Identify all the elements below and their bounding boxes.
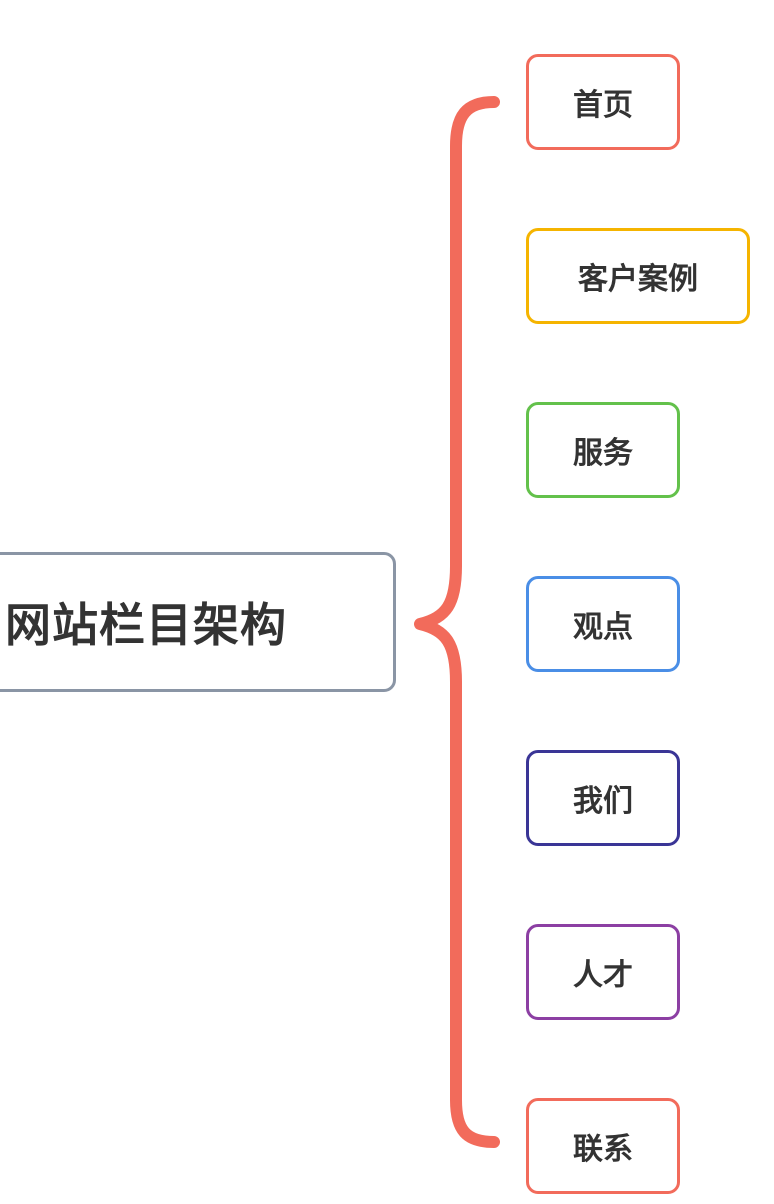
child-node-home[interactable]: 首页 [526, 54, 680, 150]
child-label: 客户案例 [578, 262, 698, 297]
brace-path [414, 96, 500, 1148]
child-node-careers[interactable]: 人才 [526, 924, 680, 1020]
child-label: 人才 [573, 958, 633, 993]
child-label: 观点 [573, 610, 633, 645]
child-label: 首页 [573, 88, 633, 123]
child-label: 联系 [573, 1132, 633, 1167]
child-node-cases[interactable]: 客户案例 [526, 228, 750, 324]
child-node-contact[interactable]: 联系 [526, 1098, 680, 1194]
child-node-about[interactable]: 我们 [526, 750, 680, 846]
root-label: 网站栏目架构 [5, 598, 287, 652]
child-label: 我们 [573, 784, 633, 819]
child-node-services[interactable]: 服务 [526, 402, 680, 498]
root-node[interactable]: 网站栏目架构 [0, 552, 396, 692]
child-node-insights[interactable]: 观点 [526, 576, 680, 672]
child-label: 服务 [573, 436, 633, 471]
